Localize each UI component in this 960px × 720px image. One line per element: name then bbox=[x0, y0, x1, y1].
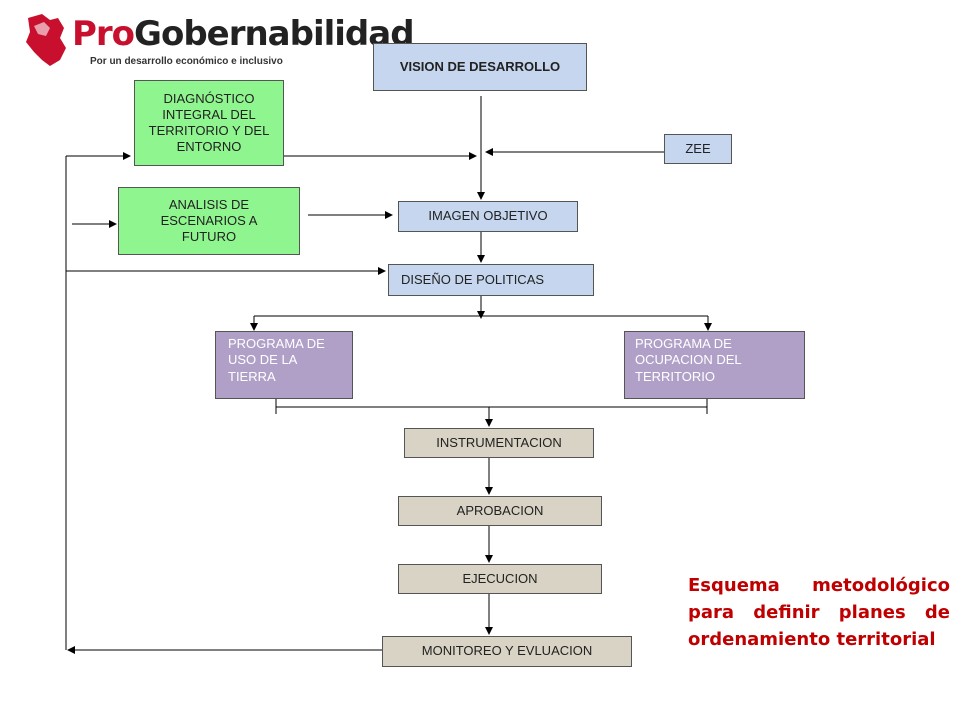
node-diagnostico: DIAGNÓSTICO INTEGRAL DEL TERRITORIO Y DE… bbox=[134, 80, 284, 166]
brand-name: ProGobernabilidad bbox=[72, 14, 415, 54]
node-programa-ocupacion: PROGRAMA DE OCUPACION DEL TERRITORIO bbox=[624, 331, 805, 399]
node-vision: VISION DE DESARROLLO bbox=[373, 43, 587, 91]
node-monitoreo: MONITOREO Y EVLUACION bbox=[382, 636, 632, 667]
node-imagen: IMAGEN OBJETIVO bbox=[398, 201, 578, 232]
node-diseno: DISEÑO DE POLITICAS bbox=[388, 264, 594, 296]
node-analisis: ANALISIS DE ESCENARIOS A FUTURO bbox=[118, 187, 300, 255]
diagram-caption: Esquema metodológico para definir planes… bbox=[688, 575, 950, 650]
node-instrumentacion: INSTRUMENTACION bbox=[404, 428, 594, 458]
brand-part1: Pro bbox=[72, 14, 135, 54]
node-zee: ZEE bbox=[664, 134, 732, 164]
node-aprobacion: APROBACION bbox=[398, 496, 602, 526]
brand-part2: Gobernabilidad bbox=[134, 14, 414, 54]
logo: ProGobernabilidad Por un desarrollo econ… bbox=[20, 10, 415, 72]
node-programa-uso: PROGRAMA DE USO DE LA TIERRA bbox=[215, 331, 353, 399]
peru-map-icon bbox=[26, 14, 66, 66]
brand-tagline: Por un desarrollo económico e inclusivo bbox=[90, 56, 283, 67]
node-ejecucion: EJECUCION bbox=[398, 564, 602, 594]
